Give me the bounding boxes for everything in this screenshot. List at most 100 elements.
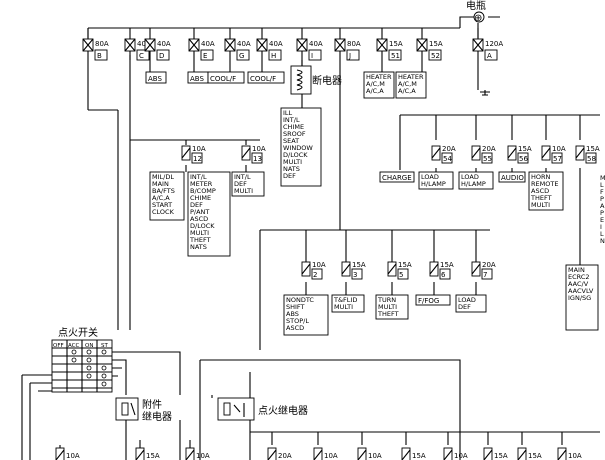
ignition-switch: 点火开关 OFF ACC ON ST xyxy=(21,326,181,460)
ign-header-acc: ACC xyxy=(68,343,80,349)
bottom-fuse-rating: 20A xyxy=(278,452,292,460)
accessory-relay-label-1: 附件继电器 xyxy=(142,398,172,423)
bottom-fuse-rating: 10A xyxy=(568,452,582,460)
main-fuse-H: 40A H xyxy=(256,28,283,61)
ign-header-st: ST xyxy=(101,343,108,349)
main-fuse-rating: 40A xyxy=(201,40,215,48)
main-fuse-rating: 80A xyxy=(95,40,109,48)
fuse-id: 12 xyxy=(193,155,202,163)
bottom-fuse-rating: 10A xyxy=(368,452,382,460)
bottom-fuse: 10A xyxy=(357,447,382,460)
fuse-id: 57 xyxy=(553,155,562,163)
main-fuse-rating: 40A xyxy=(237,40,251,48)
fuse-rating: 20A xyxy=(482,261,496,269)
main-fuse-rating: 40A xyxy=(309,40,323,48)
main-fuse-id: C xyxy=(139,52,144,60)
bottom-fuse: 10A xyxy=(443,447,468,460)
main-fuse-rating: 80A xyxy=(347,40,361,48)
fuse-id: 55 xyxy=(483,155,492,163)
fuse-rating: 10A xyxy=(252,145,266,153)
bottom-fuse: 10A xyxy=(55,447,80,460)
fuse-rating: 15A xyxy=(586,145,600,153)
main-fuse-row: 80AB40AC40AD40AE40AG40AH40AI80AJ15A5115A… xyxy=(82,28,503,61)
main-fuse-id: H xyxy=(271,52,276,60)
audio-box: AUDIO xyxy=(501,174,524,182)
main-fuse-rating: 40A xyxy=(157,40,171,48)
breaker-label: 断电器 xyxy=(312,74,342,87)
main-fuse-rating: 120A xyxy=(485,40,503,48)
main-fuse-rating: 40A xyxy=(269,40,283,48)
main-fuse-D: 40A D xyxy=(144,28,171,61)
ign-header-on: ON xyxy=(85,343,93,349)
bottom-fuse: 15A xyxy=(517,447,542,460)
battery: 电瓶 ⊕ xyxy=(459,0,500,38)
main-fuse-id: B xyxy=(97,52,102,60)
fuse-id: 56 xyxy=(519,155,528,163)
battery-label: 电瓶 xyxy=(466,0,486,12)
bottom-fuse: 15A xyxy=(401,447,426,460)
bottom-fuse: 20A xyxy=(267,447,292,460)
main-fuse-A: 120A A xyxy=(472,28,503,61)
main-fuse-id: 51 xyxy=(391,52,400,60)
bottom-fuse-rating: 10A xyxy=(66,452,80,460)
bottom-fuse-rating: 15A xyxy=(412,452,426,460)
load-label-cool-1: COOL/F xyxy=(210,75,236,83)
bottom-fuse-rating: 10A xyxy=(196,452,210,460)
main-fuse-B: 80A B xyxy=(82,28,109,61)
bottom-fuse: 10A xyxy=(557,447,582,460)
fuse-rating: 15A xyxy=(398,261,412,269)
fuse-id: 7 xyxy=(483,271,487,279)
fuse-id: 2 xyxy=(313,271,317,279)
fuse-id: 6 xyxy=(441,271,446,279)
main-fuse-id: A xyxy=(487,52,492,60)
main-fuse-rating: 15A xyxy=(389,40,403,48)
main-fuse-rating: 40A xyxy=(137,40,151,48)
main-fuse-E: 40A E xyxy=(188,28,215,61)
ign-header-off: OFF xyxy=(53,343,64,349)
main-fuse-id: 52 xyxy=(431,52,440,60)
fuse-rating: 20A xyxy=(482,145,496,153)
load-label-abs-2: ABS xyxy=(190,75,204,83)
fuse-rating: 10A xyxy=(192,145,206,153)
ignition-switch-title: 点火开关 xyxy=(58,326,98,339)
bottom-fuse-rating: 10A xyxy=(324,452,338,460)
main-fuse-id: D xyxy=(159,52,164,60)
bottom-fuse-rating: 15A xyxy=(146,452,160,460)
fuse-rating: 15A xyxy=(352,261,366,269)
bottom-fuse-rating: 15A xyxy=(528,452,542,460)
main-fuse-id: E xyxy=(203,52,207,60)
fuse-rating: 10A xyxy=(552,145,566,153)
charge-box: CHARGE xyxy=(382,174,412,182)
